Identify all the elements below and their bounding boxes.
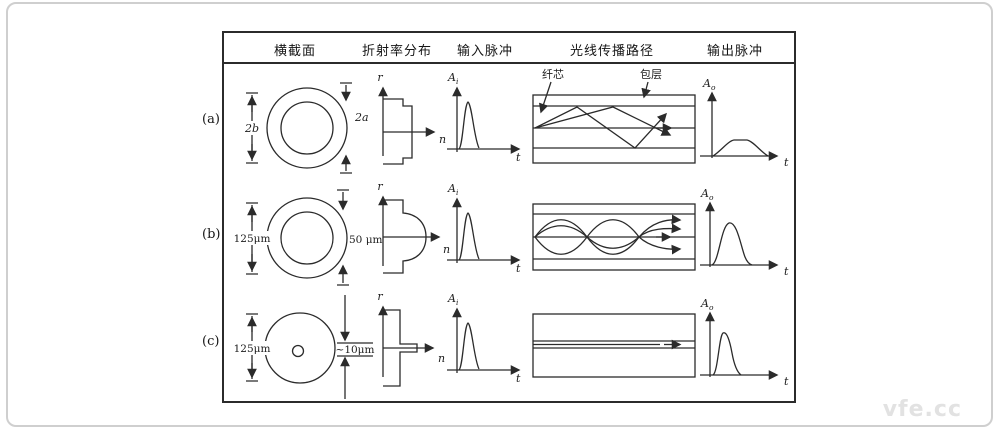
row-b-propagation [532,203,696,271]
row-b-output-pulse: Ao t [700,187,789,278]
dim-label-50um: 50 μm [349,234,383,246]
axis-label-r: r [377,71,383,84]
row-c-propagation [532,313,696,378]
row-c-output-pulse: Ao t [700,297,789,388]
diagram-table-border [222,31,796,403]
axis-label-Ai: Ai [447,182,459,197]
row-a-output-pulse: Ao t [700,77,789,169]
axis-label-n: n [439,133,446,146]
axis-label-t: t [516,151,521,164]
row-a-propagation: 纤芯 包层 [532,67,696,164]
row-a-cross-section: 2b 2a [243,82,369,174]
annotation-core: 纤芯 [542,67,564,81]
row-c-cross-section: 125μm ~10μm [233,295,375,399]
header-cross-section: 横截面 [273,44,317,59]
axis-label-n: n [443,243,450,256]
watermark: vfe.cc [882,397,962,422]
header-input-pulse: 输入脉冲 [456,44,514,59]
header-output-pulse: 输出脉冲 [706,44,764,59]
dim-label-2b: 2b [244,122,259,135]
dim-label-10um: ~10μm [336,344,375,356]
header-index-profile: 折射率分布 [361,44,433,59]
dim-label-125um: 125μm [234,343,271,355]
row-b-index-profile: r n [377,180,450,274]
axis-label-t: t [784,375,789,388]
figure-frame [6,2,993,427]
dim-label-125um: 125μm [234,233,271,245]
row-b-cross-section: 125μm 50 μm [233,189,383,286]
row-a-input-pulse: Ai t [447,71,521,164]
row-a-index-profile: r n [377,71,446,165]
header-separator [222,62,796,64]
axis-label-t: t [784,156,789,169]
row-b-input-pulse: Ai t [447,182,521,275]
axis-label-Ao: Ao [700,187,714,202]
axis-label-r: r [377,290,383,303]
annotation-cladding: 包层 [640,68,662,81]
axis-label-r: r [377,180,383,193]
dim-label-2a: 2a [354,111,369,124]
row-label-c: (c) [202,334,220,349]
axis-label-t: t [516,372,521,385]
row-c-index-profile: r n [377,290,445,387]
row-label-a: (a) [202,112,220,127]
axis-label-Ao: Ao [702,77,716,92]
header-propagation: 光线传播路径 [569,44,655,59]
axis-label-Ai: Ai [447,292,459,307]
axis-label-n: n [438,352,445,365]
row-c-input-pulse: Ai t [447,292,521,385]
axis-label-Ao: Ao [700,297,714,312]
axis-label-Ai: Ai [447,71,459,86]
axis-label-t: t [516,262,521,275]
row-label-b: (b) [202,227,221,242]
axis-label-t: t [784,265,789,278]
